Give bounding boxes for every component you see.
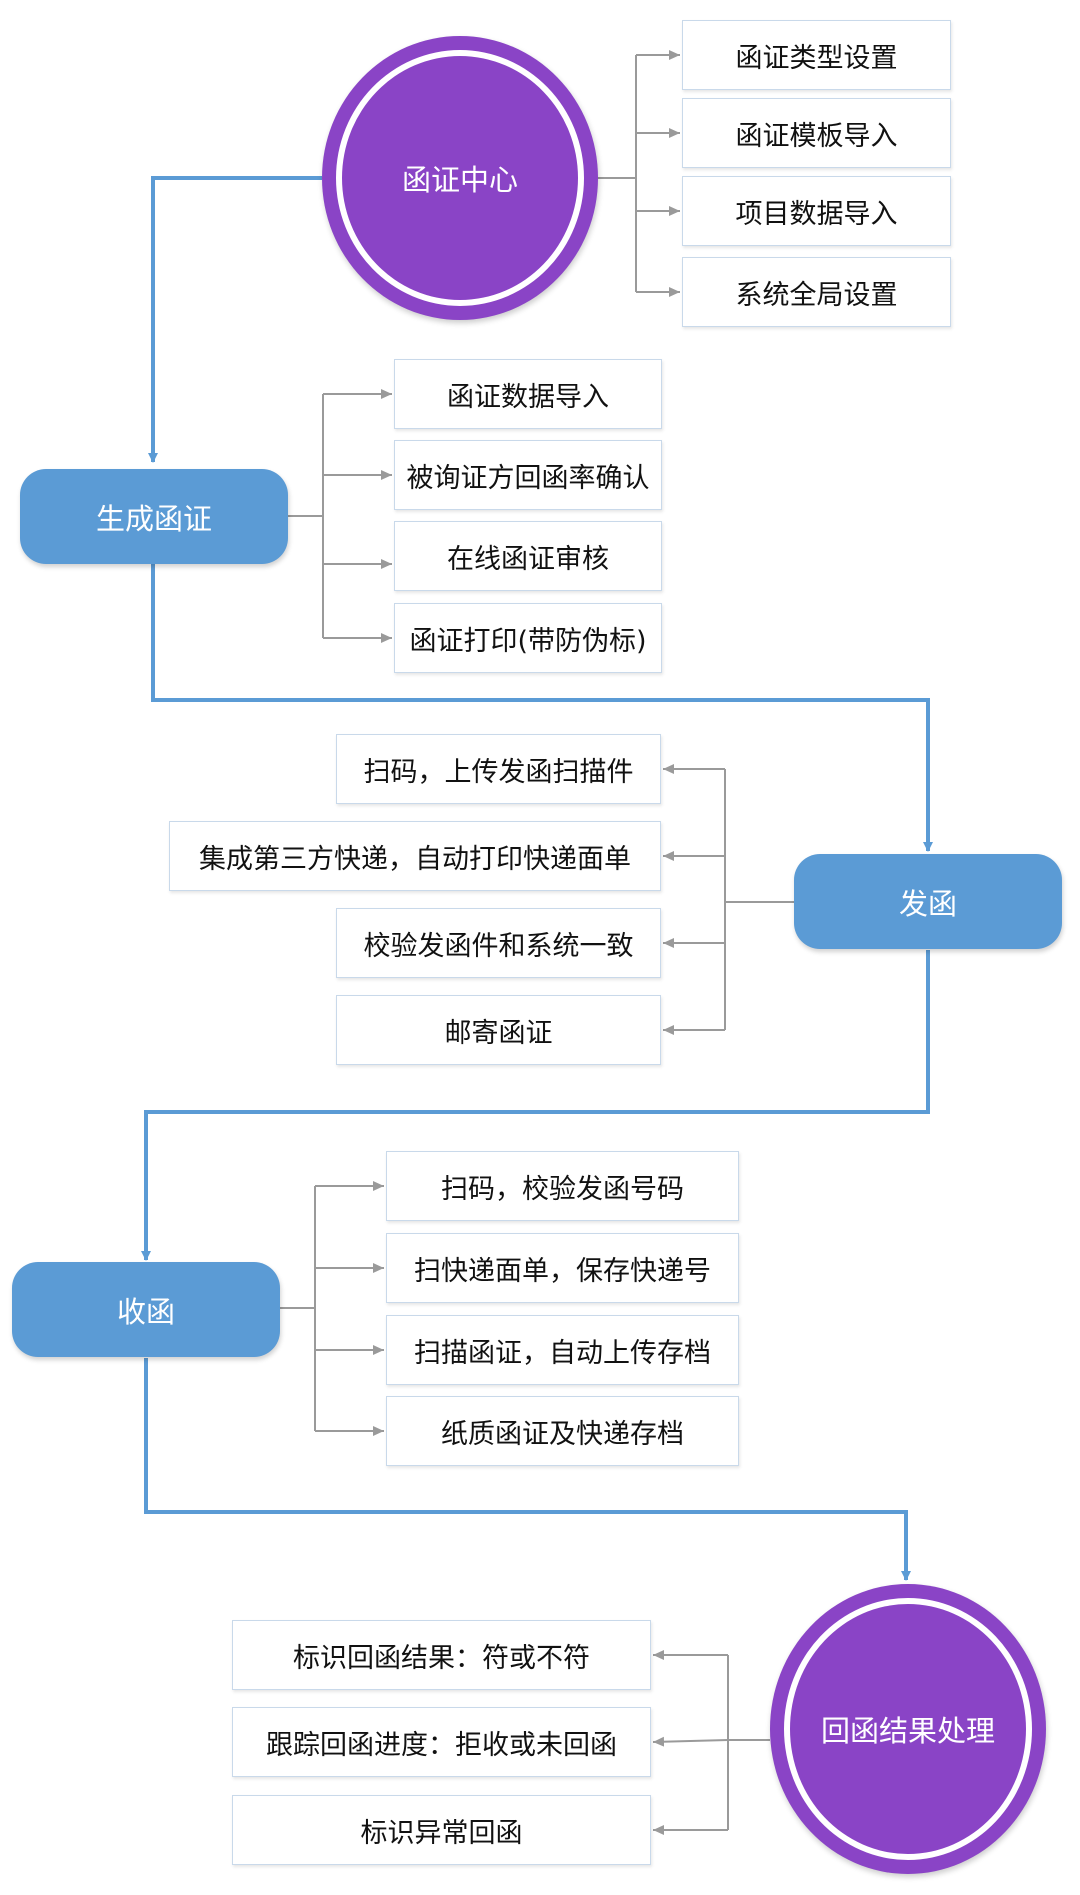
generate-item-reply-rate: 被询证方回函率确认 [394,440,662,510]
branch-result-2 [652,1736,729,1747]
flow-receive-to-result [144,1358,911,1581]
reply-result-ring [784,1598,1032,1860]
generate-confirmation-node: 生成函证 [20,469,288,564]
result-item-mark-abnormal: 标识异常回函 [232,1795,651,1865]
branch-result-trunk [727,1655,770,1830]
branch-send-trunk [724,769,794,1030]
send-item-scan-upload: 扫码，上传发函扫描件 [336,734,661,804]
result-item-mark-match: 标识回函结果：符或不符 [232,1620,651,1690]
branch-receive-trunk [280,1186,316,1431]
send-item-mail: 邮寄函证 [336,995,661,1065]
generate-item-data-import: 函证数据导入 [394,359,662,429]
generate-item-online-review: 在线函证审核 [394,521,662,591]
center-item-template-import: 函证模板导入 [682,98,951,168]
reply-result-label: 回函结果处理 [794,1608,1022,1850]
confirmation-center-ring [336,50,584,306]
receive-item-scan-verify: 扫码，校验发函号码 [386,1151,739,1221]
receive-item-scan-archive: 扫描函证，自动上传存档 [386,1315,739,1385]
receive-item-paper-archive: 纸质函证及快递存档 [386,1396,739,1466]
flow-center-to-generate [148,176,322,463]
receive-letter-node: 收函 [12,1262,280,1357]
confirmation-center-label: 函证中心 [346,60,574,296]
flow-generate-to-send [151,564,933,852]
branch-center-trunk [596,55,637,292]
receive-item-scan-express: 扫快递面单，保存快递号 [386,1233,739,1303]
send-item-express-print: 集成第三方快递，自动打印快递面单 [169,821,661,891]
center-item-project-data-import: 项目数据导入 [682,176,951,246]
center-item-type-settings: 函证类型设置 [682,20,951,90]
result-item-track-progress: 跟踪回函进度：拒收或未回函 [232,1707,651,1777]
branch-generate-trunk [288,394,324,638]
send-letter-node: 发函 [794,854,1062,949]
generate-item-print: 函证打印(带防伪标) [394,603,662,673]
center-item-global-settings: 系统全局设置 [682,257,951,327]
send-item-verify-system: 校验发函件和系统一致 [336,908,661,978]
flow-send-to-receive [141,950,930,1261]
